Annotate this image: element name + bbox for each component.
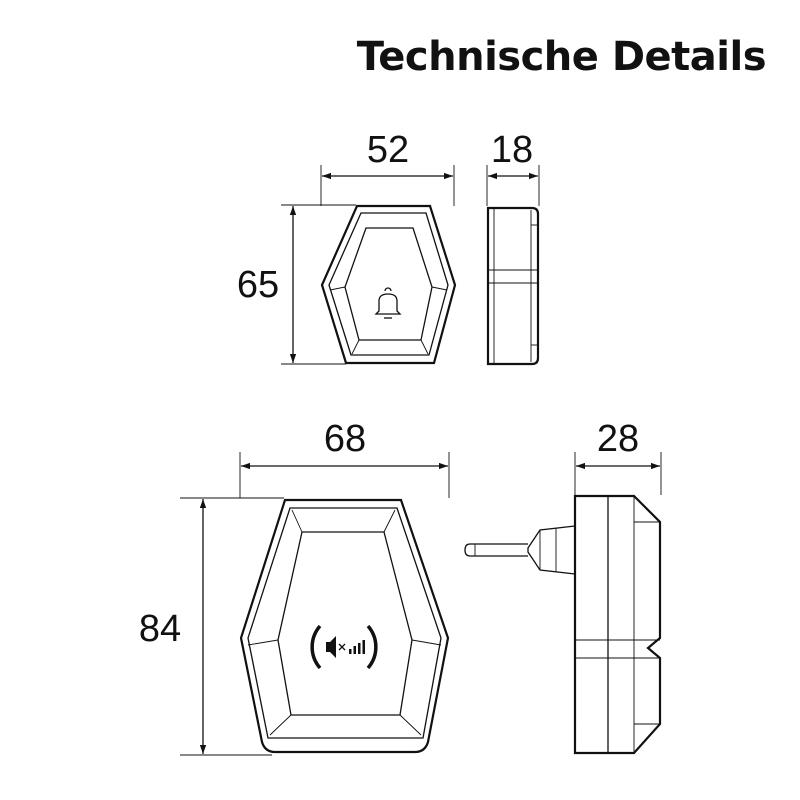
- receiver-side-view: [464, 494, 662, 755]
- receiver-width-dimension: 68: [239, 418, 450, 498]
- button-depth-dimension: 18: [486, 129, 540, 206]
- page-title: Technische Details: [356, 34, 767, 80]
- receiver-height-label: 84: [139, 608, 181, 650]
- receiver-depth-label: 28: [597, 418, 639, 460]
- button-width-dimension: 52: [320, 129, 455, 206]
- button-width-label: 52: [367, 129, 409, 171]
- receiver-height-dimension: 84: [139, 497, 284, 756]
- bell-icon: [374, 287, 402, 319]
- receiver-depth-dimension: 28: [574, 418, 662, 495]
- receiver-front-view: [239, 498, 450, 754]
- volume-mute-icon: [310, 624, 378, 670]
- button-height-dimension: 65: [237, 204, 356, 365]
- button-front-view: [320, 204, 457, 365]
- receiver-width-label: 68: [324, 418, 366, 460]
- button-side-view: [486, 206, 540, 366]
- button-height-label: 65: [237, 264, 279, 306]
- button-depth-label: 18: [491, 129, 533, 171]
